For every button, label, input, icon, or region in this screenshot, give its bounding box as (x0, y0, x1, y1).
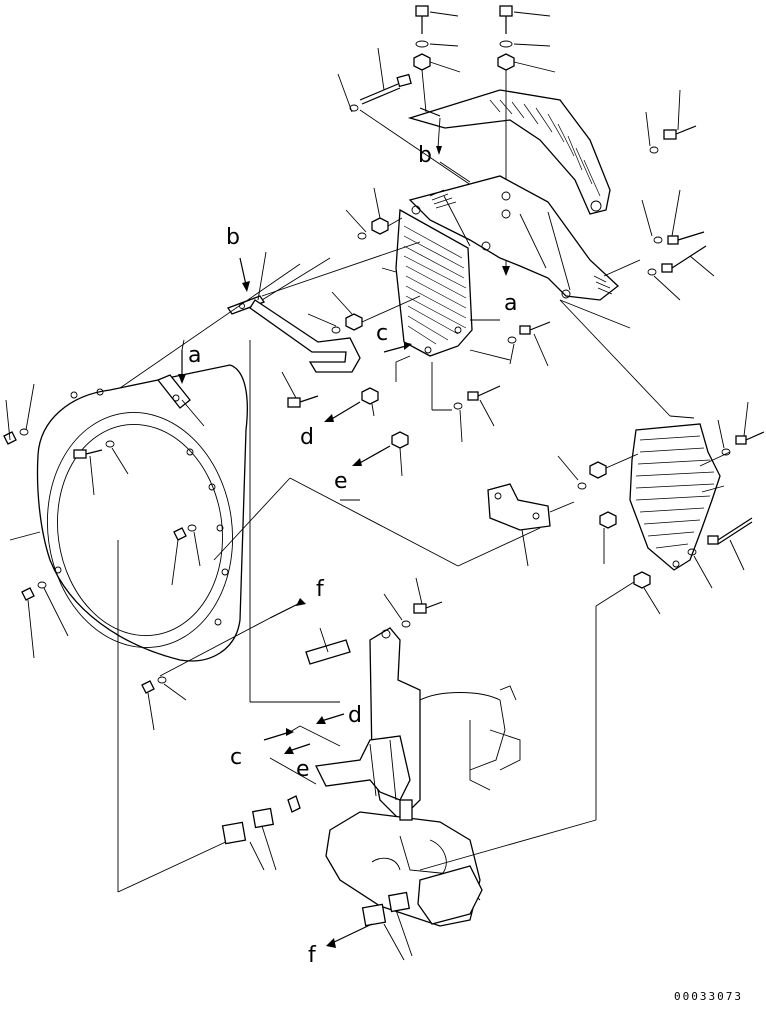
label-d-top: d (300, 425, 314, 450)
left-louver-panel (307, 187, 551, 477)
upper-support-bracket (407, 89, 611, 215)
label-d-bottom: d (348, 703, 362, 728)
shift-linkage-rod (227, 251, 361, 408)
center-mount-bracket (408, 89, 715, 329)
flywheel-housing (36, 364, 248, 662)
label-e-top: e (334, 469, 348, 494)
reference-labels: a a b b c c d d e e f f 00033073 (188, 143, 743, 1003)
label-e-bottom: e (296, 757, 310, 782)
transmission-assembly (159, 577, 597, 961)
housing-left-fasteners (3, 383, 201, 731)
label-b-top: b (418, 143, 432, 168)
top-bolt-stacks (337, 5, 556, 276)
label-f-top: f (316, 577, 325, 602)
label-b-left: b (226, 225, 240, 250)
label-c-top: c (376, 321, 388, 346)
label-a-left: a (188, 343, 201, 368)
label-c-bottom: c (230, 745, 242, 770)
small-mount-bracket (487, 483, 575, 567)
drawing-code: 00033073 (674, 990, 743, 1003)
label-a-top: a (504, 291, 517, 316)
assembly-guide-lines (117, 161, 541, 893)
housing-bracket-a (156, 339, 205, 427)
right-louver-panel (557, 299, 765, 820)
label-f-bottom: f (308, 943, 317, 968)
